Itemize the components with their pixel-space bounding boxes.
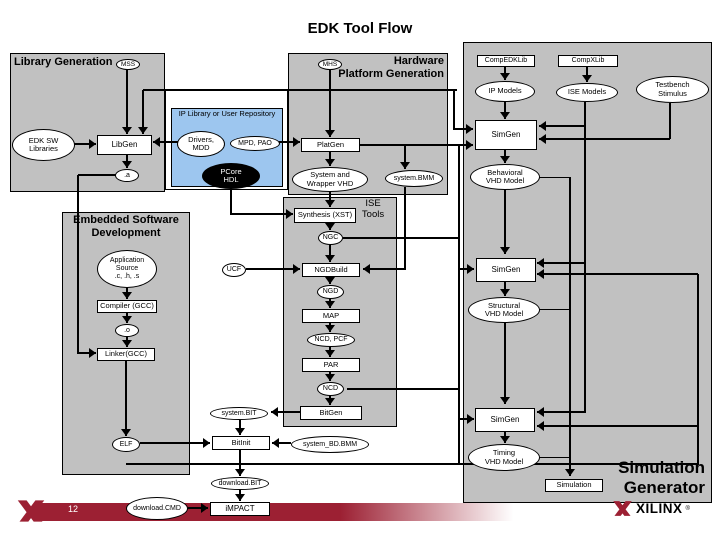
mss-file-node: MSS	[116, 59, 140, 70]
ise-tools-label: ISE Tools	[361, 198, 385, 220]
library-generation-label: Library Generation	[14, 56, 113, 68]
linker-gcc-node: Linker(GCC)	[97, 348, 155, 361]
edk-sw-libraries-node: EDK SW Libraries	[12, 129, 75, 161]
testbench-stimulus-node: Testbench Stimulus	[636, 76, 709, 103]
simgen-tool-node-1: SimGen	[475, 120, 537, 150]
pcore-hdl-node: PCore HDL	[202, 163, 260, 189]
library-generation-panel	[10, 53, 165, 192]
ngc-file-node: NGC	[318, 231, 343, 245]
ncd-pcf-file-node: NCD, PCF	[307, 333, 355, 347]
ncd-file-node: NCD	[317, 382, 344, 396]
mhs-file-node: MHS	[318, 59, 342, 70]
bitgen-tool-node: BitGen	[300, 406, 362, 420]
o-file-node: .o	[115, 324, 139, 337]
application-source-node: Application Source .c, .h, .s	[97, 250, 157, 288]
simgen-tool-node-3: SimGen	[475, 408, 535, 432]
ise-models-node: ISE Models	[556, 83, 618, 102]
xilinx-logo: XILINX®	[612, 500, 690, 517]
system-bit-node: system.BIT	[210, 407, 268, 420]
simulation-generator-label: Simulation Generator	[618, 458, 705, 497]
simulation-tool-node: Simulation	[545, 479, 603, 492]
ip-repository-label: IP Library or User Repository	[178, 109, 276, 118]
page-number: 12	[68, 504, 79, 514]
compedklib-tool-node: CompEDKLib	[477, 55, 535, 67]
map-tool-node: MAP	[302, 309, 360, 323]
compxlib-tool-node: CompXLib	[558, 55, 618, 67]
ngdbuild-tool-node: NGDBuild	[302, 263, 360, 277]
bitinit-tool-node: BitInit	[212, 436, 270, 450]
par-tool-node: PAR	[302, 358, 360, 372]
mpd-pao-node: MPD, PAO	[230, 136, 280, 151]
elf-file-node: ELF	[112, 437, 140, 452]
ngd-file-node: NGD	[317, 285, 344, 299]
drivers-mdd-node: Drivers, MDD	[177, 131, 225, 157]
system-bmm-node: system.BMM	[385, 170, 443, 187]
download-cmd-node: download.CMD	[126, 497, 188, 520]
structural-vhd-model-node: Structural VHD Model	[468, 297, 540, 323]
simgen-tool-node-2: SimGen	[476, 258, 536, 282]
hardware-platform-generation-label: Hardware Platform Generation	[338, 55, 444, 80]
platgen-tool-node: PlatGen	[301, 138, 360, 152]
system-wrapper-vhd-node: System and Wrapper VHD	[292, 167, 368, 192]
timing-vhd-model-node: Timing VHD Model	[468, 444, 540, 471]
brand-wordmark: XILINX	[636, 501, 683, 516]
ip-models-node: IP Models	[475, 81, 535, 102]
page-title: EDK Tool Flow	[307, 20, 413, 37]
synthesis-xst-node: Synthesis (XST)	[294, 208, 356, 223]
libgen-tool-node: LibGen	[97, 135, 152, 155]
download-bit-node: download.BIT	[211, 477, 269, 490]
impact-tool-node: iMPACT	[210, 502, 270, 516]
behavioral-vhd-model-node: Behavioral VHD Model	[470, 164, 540, 190]
a-file-node: .a	[115, 169, 139, 182]
registered-mark: ®	[685, 505, 690, 512]
system-bd-bmm-node: system_BD.BMM	[291, 436, 369, 453]
compiler-gcc-node: Compiler (GCC)	[97, 300, 157, 313]
ucf-file-node: UCF	[222, 263, 246, 277]
embedded-software-label: Embedded Software Development	[73, 214, 179, 239]
xilinx-x-icon	[613, 501, 632, 516]
